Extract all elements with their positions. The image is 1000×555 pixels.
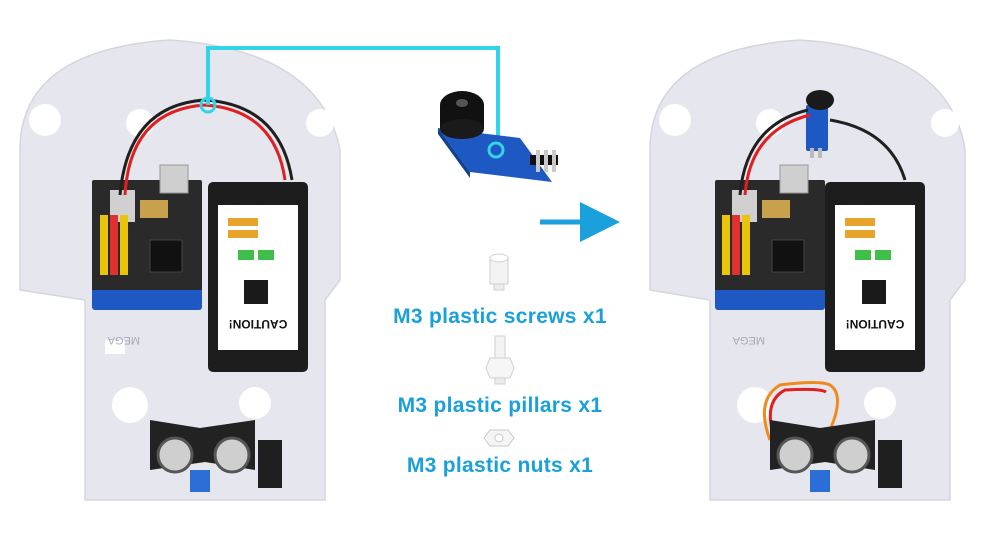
plastic-pillar: [485, 335, 515, 385]
screws-label: M3 plastic screws x1: [393, 305, 607, 328]
caution-print-after: CAUTION!: [846, 317, 905, 331]
battery-box-after: CAUTION!: [825, 182, 925, 372]
ultrasonic-sensor-after: [770, 420, 902, 492]
ultrasonic-sensor-before: [150, 420, 282, 492]
connection-line: [206, 46, 500, 150]
controller-board-before: [92, 164, 202, 310]
mega-print-after: MEGA: [732, 334, 765, 346]
wire-red-before: [123, 103, 287, 196]
ring-marker-icon: [487, 141, 505, 159]
chassis-hole: [29, 104, 61, 136]
battery-box-before: CAUTION!: [208, 182, 308, 372]
servo-wire-after: [762, 381, 839, 441]
caution-print: CAUTION!: [229, 317, 288, 331]
mega-print: MEGA: [107, 334, 140, 346]
controller-board-after: [715, 164, 825, 310]
buzzer-module-mounted: [806, 90, 834, 158]
pillars-label: M3 plastic pillars x1: [397, 394, 603, 417]
buzzer-module: [438, 91, 558, 182]
plastic-screw: [489, 253, 509, 291]
ring-marker-icon: [199, 96, 217, 114]
nuts-label: M3 plastic nuts x1: [406, 454, 594, 477]
plastic-nut: [483, 429, 515, 447]
